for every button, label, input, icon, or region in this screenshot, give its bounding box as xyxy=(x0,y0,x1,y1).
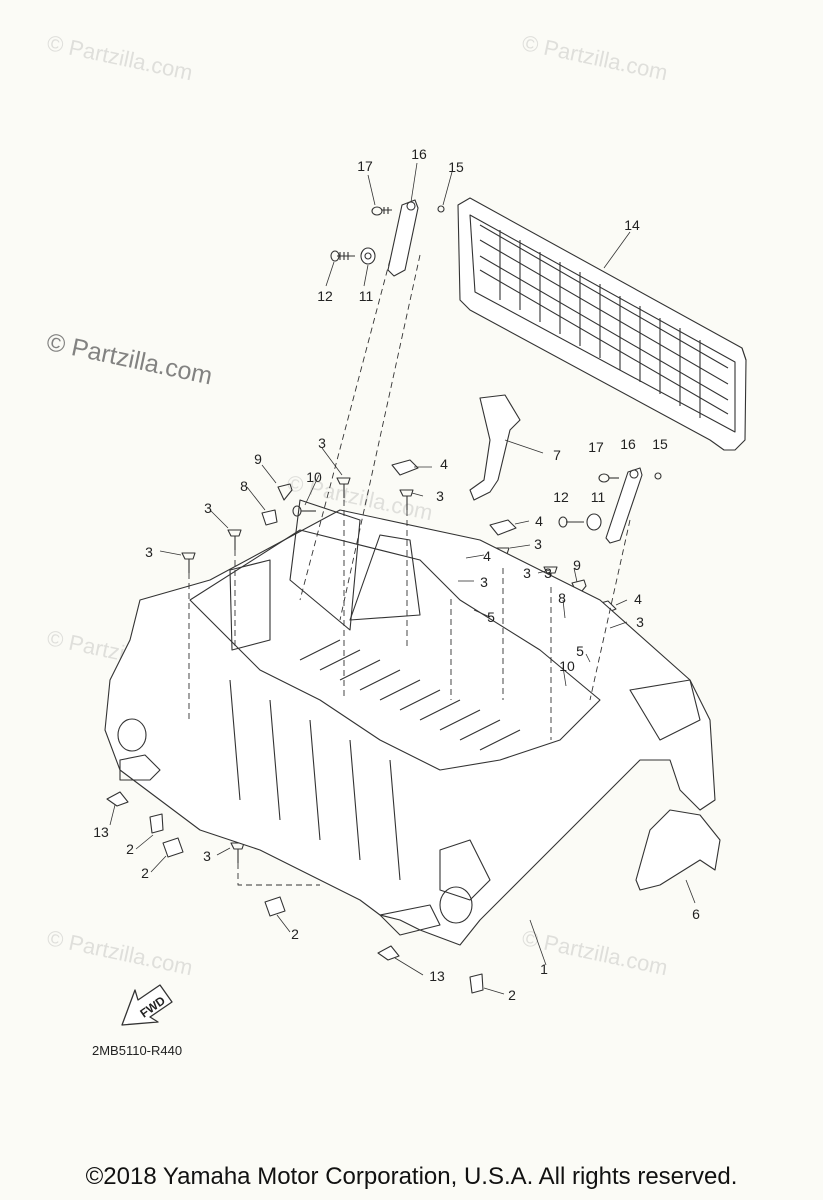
callout-8: 8 xyxy=(558,590,566,606)
clip-parts xyxy=(106,791,484,994)
tailgate-part xyxy=(457,197,747,451)
callout-9: 9 xyxy=(573,557,581,573)
callout-13: 13 xyxy=(429,968,445,984)
callout-2: 2 xyxy=(141,865,149,881)
callout-2: 2 xyxy=(508,987,516,1003)
callout-4: 4 xyxy=(634,591,642,607)
leader-lines xyxy=(109,162,696,995)
callout-3: 3 xyxy=(636,614,644,630)
callout-3: 3 xyxy=(436,488,444,504)
callout-12: 12 xyxy=(317,288,333,304)
callout-4: 4 xyxy=(535,513,543,529)
tailgate-hinge-parts-right xyxy=(558,467,662,544)
callout-13: 13 xyxy=(93,824,109,840)
callout-3: 3 xyxy=(204,500,212,516)
assembly-guide-lines xyxy=(188,254,631,886)
callout-1: 1 xyxy=(540,961,548,977)
callout-6: 6 xyxy=(692,906,700,922)
copyright-notice: ©2018 Yamaha Motor Corporation, U.S.A. A… xyxy=(85,1163,738,1190)
callout-5: 5 xyxy=(576,643,584,659)
callout-15: 15 xyxy=(652,436,668,452)
callout-9: 9 xyxy=(254,451,262,467)
callout-10: 10 xyxy=(306,469,322,485)
callout-8: 8 xyxy=(240,478,248,494)
cargo-bed-part xyxy=(104,499,716,946)
callout-11: 11 xyxy=(590,489,606,505)
callout-3: 3 xyxy=(534,536,542,552)
callout-3: 3 xyxy=(480,574,488,590)
callout-4: 4 xyxy=(440,456,448,472)
callout-7: 7 xyxy=(553,447,561,463)
callout-17: 17 xyxy=(588,439,604,455)
side-cover-part xyxy=(635,809,721,891)
callout-16: 16 xyxy=(620,436,636,452)
callout-15: 15 xyxy=(448,159,464,175)
bracket-part xyxy=(469,394,521,501)
callout-10: 10 xyxy=(559,658,575,674)
callout-2: 2 xyxy=(126,841,134,857)
callout-3: 3 xyxy=(523,565,531,581)
callout-3: 3 xyxy=(544,565,552,581)
callout-3: 3 xyxy=(145,544,153,560)
diagram-code: 2MB5110-R440 xyxy=(92,1043,183,1058)
callout-11: 11 xyxy=(358,288,374,304)
callout-5: 5 xyxy=(487,609,495,625)
callout-16: 16 xyxy=(411,146,427,162)
callout-12: 12 xyxy=(553,489,569,505)
callout-3: 3 xyxy=(318,435,326,451)
callout-3: 3 xyxy=(203,848,211,864)
callout-2: 2 xyxy=(291,926,299,942)
fwd-arrow-icon xyxy=(121,984,173,1026)
callout-14: 14 xyxy=(624,217,640,233)
callout-4: 4 xyxy=(483,548,491,564)
tailgate-hinge-parts-left xyxy=(330,199,445,277)
callout-17: 17 xyxy=(357,158,373,174)
